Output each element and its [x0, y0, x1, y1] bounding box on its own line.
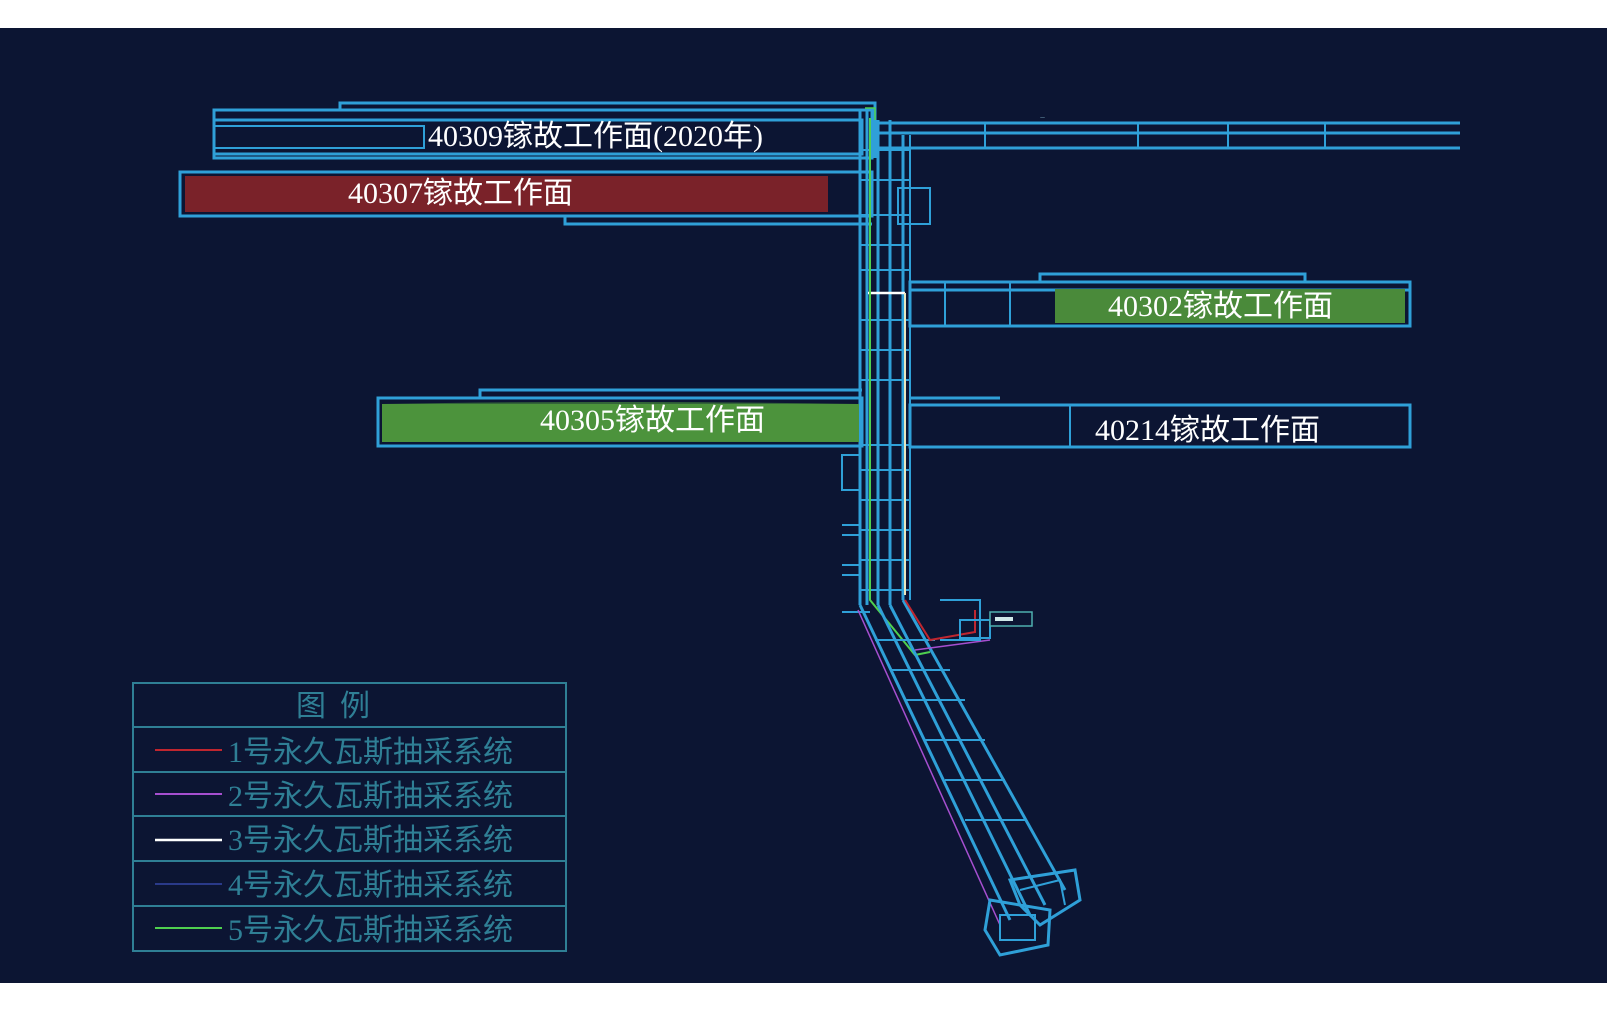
panel-40307[interactable]: 40307镓故工作面 — [178, 170, 874, 226]
legend-title: 图例 — [296, 690, 384, 723]
panel-40307-label: 40307镓故工作面 — [348, 177, 573, 210]
legend-item-4: 4号永久瓦斯抽采系统 — [155, 869, 513, 902]
legend-item-1: 1号永久瓦斯抽采系统 — [155, 736, 513, 769]
legend-label-5: 5号永久瓦斯抽采系统 — [228, 914, 513, 947]
legend-label-2: 2号永久瓦斯抽采系统 — [228, 780, 513, 813]
panel-40309[interactable]: 40309镓故工作面(2020年) — [212, 101, 877, 160]
panel-40302-fill — [1055, 289, 1405, 323]
legend-label-3: 3号永久瓦斯抽采系统 — [228, 824, 513, 857]
panel-40309-label: 40309镓故工作面(2020年) — [428, 120, 763, 153]
panel-40305[interactable]: 40305镓故工作面 — [376, 388, 864, 448]
legend-label-4: 4号永久瓦斯抽采系统 — [228, 869, 513, 902]
inclined-roadway — [857, 599, 1082, 957]
north-main-roadway: — — [872, 115, 1460, 225]
legend-label-1: 1号永久瓦斯抽采系统 — [228, 736, 513, 769]
panel-40302-label: 40302镓故工作面 — [1108, 290, 1333, 323]
panel-40214-label: 40214镓故工作面 — [1095, 414, 1320, 447]
legend-item-2: 2号永久瓦斯抽采系统 — [155, 780, 513, 813]
panel-40307-fill — [185, 176, 828, 212]
legend-item-5: 5号永久瓦斯抽采系统 — [155, 914, 513, 947]
svg-text:—: — — [1040, 115, 1045, 121]
panel-40214[interactable]: 40214镓故工作面 — [908, 396, 1412, 449]
panel-40305-label: 40305镓故工作面 — [540, 404, 765, 437]
legend: 图例 1号永久瓦斯抽采系统 2号永久瓦斯抽采系统 3号永久瓦斯抽采系统 4号永久… — [132, 682, 567, 952]
legend-item-3: 3号永久瓦斯抽采系统 — [155, 824, 513, 857]
main-shaft-corridor — [841, 107, 931, 657]
panel-40302[interactable]: 40302镓故工作面 — [908, 272, 1412, 328]
